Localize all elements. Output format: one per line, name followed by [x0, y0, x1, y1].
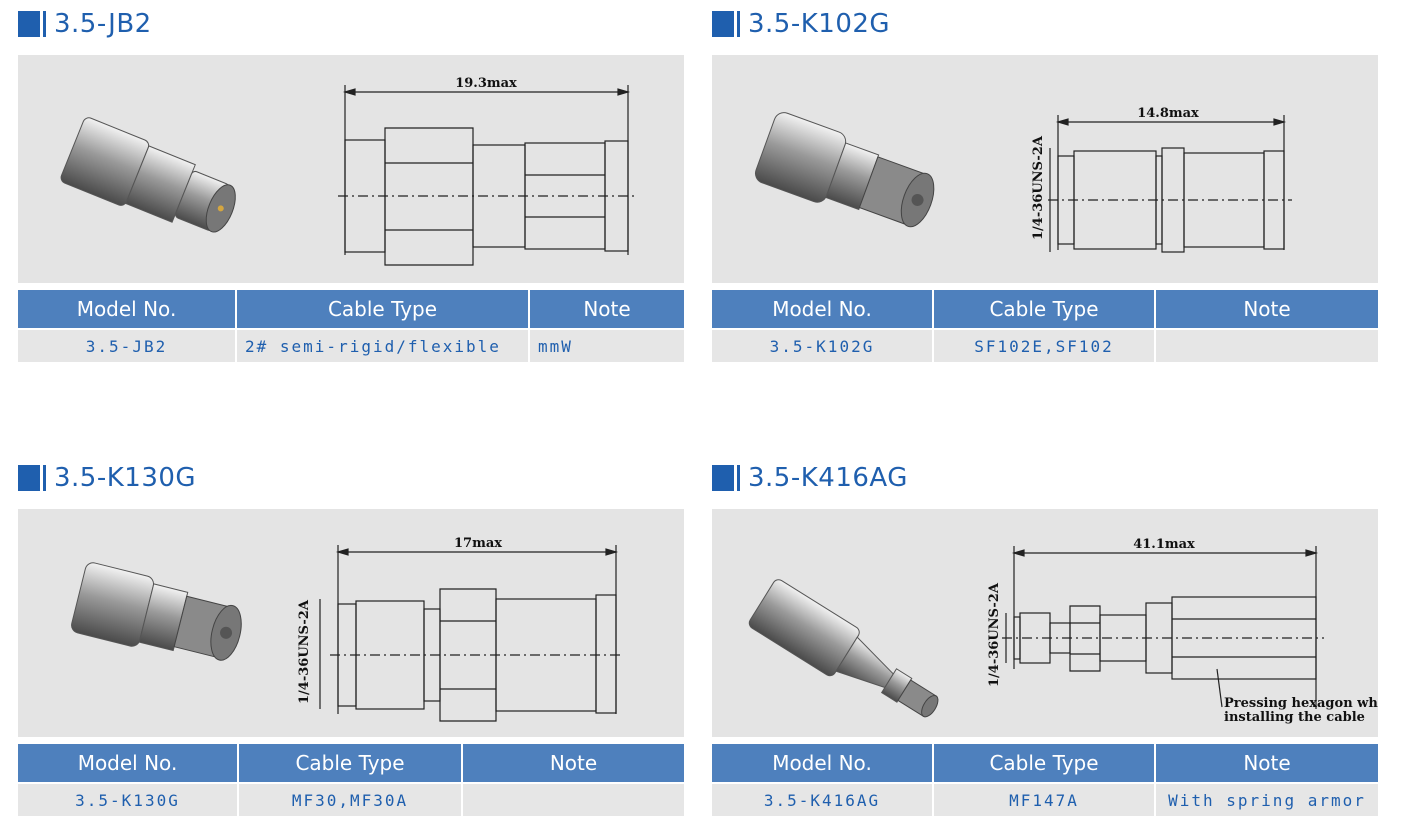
- cell-model: 3.5-K102G: [712, 328, 934, 362]
- callout-line-1: Pressing hexagon when: [1224, 696, 1378, 711]
- section-title-row: 3.5-JB2: [18, 4, 152, 44]
- product-title: 3.5-K102G: [748, 9, 891, 39]
- spec-table: Model No. Cable Type Note 3.5-K416AG MF1…: [712, 744, 1378, 816]
- product-image-panel: 17max 1/4-36UNS-2A: [18, 509, 684, 737]
- connector-photo: [60, 117, 236, 233]
- connector-drawing: 14.8max 1/4-36UNS-2A: [754, 106, 1292, 253]
- cell-cable: 2# semi-rigid/flexible: [236, 328, 530, 362]
- dimension-label: 17max: [454, 536, 502, 551]
- title-marker-icon: [712, 11, 740, 37]
- callout-line-2: installing the cable: [1224, 710, 1365, 725]
- dimension-drawing: [319, 545, 624, 722]
- table-row: 3.5-K130G MF30,MF30A: [18, 782, 684, 816]
- thread-label: 1/4-36UNS-2A: [987, 582, 1002, 687]
- table-row: 3.5-K416AG MF147A With spring armor: [712, 782, 1378, 816]
- header-model: Model No.: [712, 744, 934, 783]
- cell-note: With spring armor: [1155, 782, 1378, 816]
- product-image-panel: 14.8max 1/4-36UNS-2A: [712, 55, 1378, 283]
- product-section-k416ag: 3.5-K416AG: [712, 458, 1378, 823]
- thread-label: 1/4-36UNS-2A: [1031, 135, 1046, 240]
- product-title: 3.5-K130G: [54, 463, 197, 493]
- spec-table: Model No. Cable Type Note 3.5-K102G SF10…: [712, 290, 1378, 362]
- table-row: 3.5-JB2 2# semi-rigid/flexible mmW: [18, 328, 684, 362]
- spec-table: Model No. Cable Type Note 3.5-JB2 2# sem…: [18, 290, 684, 362]
- dimension-label: 19.3max: [455, 76, 517, 91]
- header-model: Model No.: [18, 290, 237, 329]
- cell-note: mmW: [529, 328, 684, 362]
- dimension-drawing: [1048, 115, 1292, 253]
- product-title: 3.5-JB2: [54, 9, 152, 39]
- product-image-panel: 41.1max 1/4-36UNS-2A Pressing hexagon wh…: [712, 509, 1378, 737]
- dimension-drawing: [338, 85, 638, 266]
- cell-model: 3.5-JB2: [18, 328, 237, 362]
- title-marker-icon: [18, 11, 46, 37]
- product-section-k102g: 3.5-K102G: [712, 4, 1378, 364]
- header-model: Model No.: [18, 744, 239, 783]
- dimension-drawing: [1002, 546, 1324, 709]
- cell-model: 3.5-K416AG: [712, 782, 934, 816]
- header-cable: Cable Type: [933, 744, 1156, 783]
- connector-photo: [71, 562, 242, 661]
- header-cable: Cable Type: [933, 290, 1156, 329]
- header-note: Note: [462, 744, 684, 783]
- header-note: Note: [1155, 290, 1378, 329]
- table-row: 3.5-K102G SF102E,SF102: [712, 328, 1378, 362]
- cell-note: [462, 782, 684, 816]
- cell-cable: MF30,MF30A: [238, 782, 463, 816]
- cell-cable: MF147A: [933, 782, 1156, 816]
- product-image-panel: 19.3max: [18, 55, 684, 283]
- thread-label: 1/4-36UNS-2A: [297, 599, 312, 704]
- product-title: 3.5-K416AG: [748, 463, 908, 493]
- header-cable: Cable Type: [236, 290, 530, 329]
- header-cable: Cable Type: [238, 744, 463, 783]
- connector-drawing: 41.1max 1/4-36UNS-2A Pressing hexagon wh…: [748, 537, 1378, 725]
- connector-photo: [748, 579, 939, 718]
- section-title-row: 3.5-K416AG: [712, 458, 908, 498]
- header-model: Model No.: [712, 290, 934, 329]
- cell-model: 3.5-K130G: [18, 782, 239, 816]
- dimension-label: 41.1max: [1133, 537, 1195, 552]
- product-section-jb2: 3.5-JB2: [18, 4, 684, 364]
- dimension-label: 14.8max: [1137, 106, 1199, 121]
- title-marker-icon: [712, 465, 740, 491]
- spec-table: Model No. Cable Type Note 3.5-K130G MF30…: [18, 744, 684, 816]
- product-section-k130g: 3.5-K130G: [18, 458, 684, 823]
- header-note: Note: [529, 290, 684, 329]
- connector-photo: [754, 112, 935, 228]
- title-marker-icon: [18, 465, 46, 491]
- section-title-row: 3.5-K130G: [18, 458, 196, 498]
- header-note: Note: [1155, 744, 1378, 783]
- cell-cable: SF102E,SF102: [933, 328, 1156, 362]
- connector-drawing: 17max 1/4-36UNS-2A: [71, 536, 624, 722]
- cell-note: [1155, 328, 1378, 362]
- section-title-row: 3.5-K102G: [712, 4, 890, 44]
- connector-drawing: 19.3max: [60, 76, 638, 266]
